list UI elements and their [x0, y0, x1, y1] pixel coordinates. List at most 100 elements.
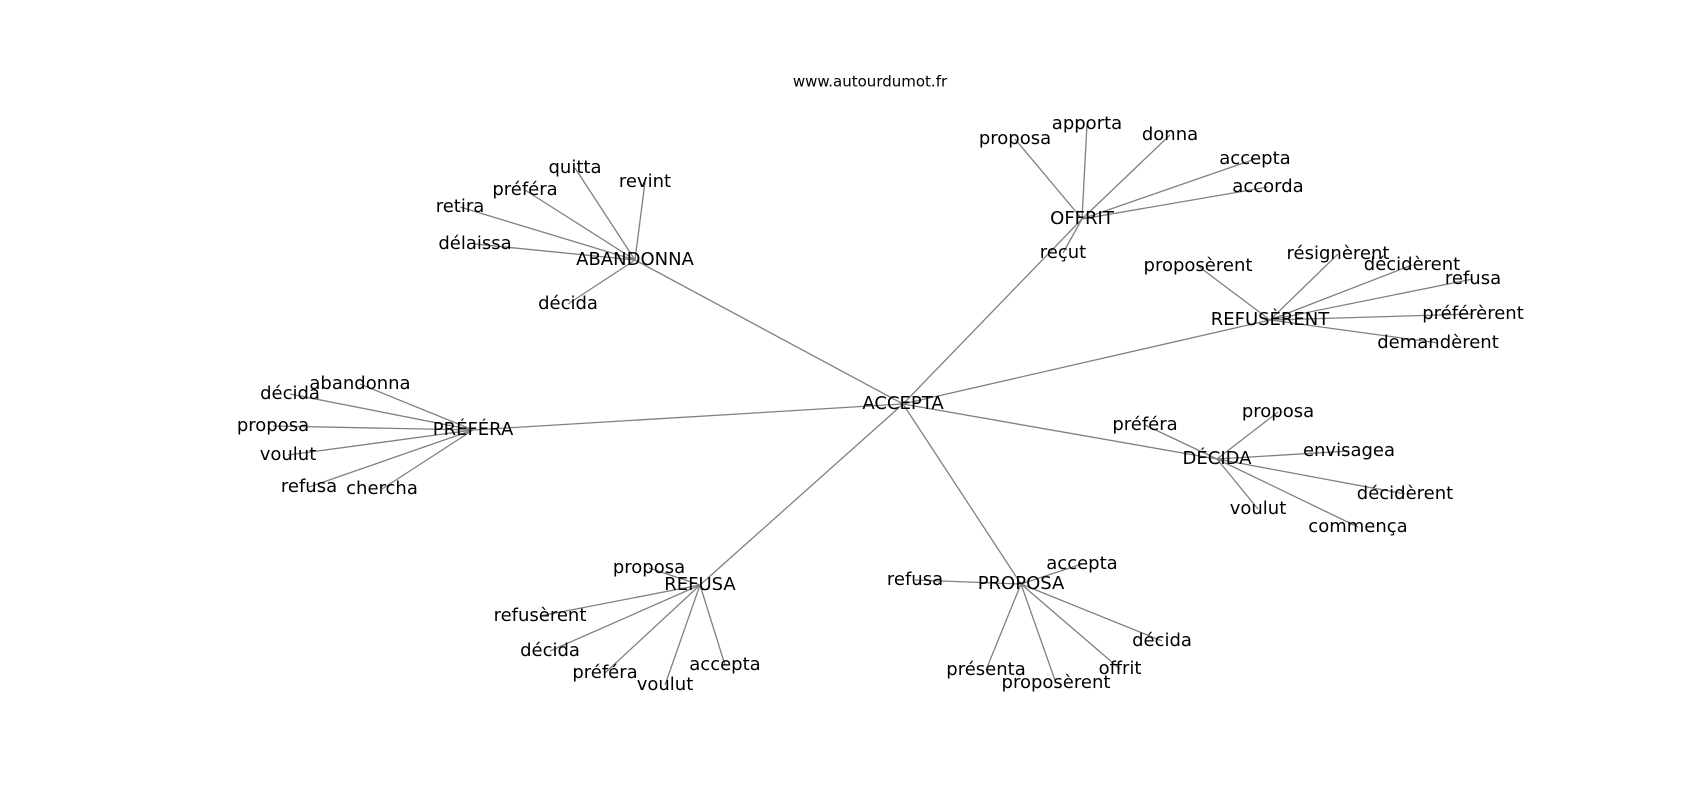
leaf-node-label: délaissa — [438, 233, 511, 254]
leaf-node-label: donna — [1142, 124, 1198, 145]
edge-hub-1-leaf-5 — [1062, 218, 1083, 254]
leaf-node-label: proposa — [613, 557, 685, 578]
edge-hub-3-leaf-1 — [289, 393, 474, 431]
edge-hub-5-leaf-2 — [549, 584, 701, 652]
edge-hub-1-leaf-0 — [1014, 138, 1083, 220]
edge-hub-4-leaf-2 — [1216, 450, 1350, 460]
leaf-node-label: proposa — [1242, 401, 1314, 422]
leaf-node-label: préféra — [492, 179, 557, 200]
edge-hub-5-leaf-5 — [699, 584, 726, 666]
edge-hub-1-leaf-3 — [1081, 158, 1256, 220]
leaf-node-label: décida — [520, 640, 580, 661]
edge-hub-5-leaf-4 — [664, 584, 701, 686]
edge-hub-4-leaf-5 — [1216, 458, 1359, 528]
edge-hub-5-leaf-3 — [604, 584, 701, 674]
edge-center-hub-0 — [634, 259, 904, 405]
leaf-node-label: accepta — [1219, 148, 1290, 169]
leaf-node-label: résignèrent — [1287, 243, 1390, 264]
leaf-node-label: retira — [436, 196, 485, 217]
leaf-node-label: décida — [1132, 630, 1192, 651]
leaf-node-label: voulut — [260, 444, 317, 465]
edge-hub-1-leaf-4 — [1081, 186, 1269, 220]
leaf-node-label: reçut — [1040, 242, 1086, 263]
leaf-node-label: apporta — [1052, 113, 1122, 134]
edge-hub-6-leaf-5 — [1020, 583, 1121, 670]
leaf-node-label: proposèrent — [1002, 672, 1111, 693]
edge-hub-4-leaf-4 — [1216, 458, 1259, 510]
graph-labels: ACCEPTA ABANDONNA quitta revint préféra retir… — [237, 113, 1524, 695]
leaf-node-label: abandonna — [309, 373, 410, 394]
leaf-node-label: envisagea — [1303, 440, 1395, 461]
leaf-node-label: proposa — [979, 128, 1051, 149]
leaf-node-label: décidèrent — [1357, 483, 1453, 504]
edge-center-hub-5 — [699, 403, 904, 586]
edge-center-hub-2 — [902, 319, 1271, 405]
edge-hub-3-leaf-2 — [272, 425, 474, 431]
edge-hub-1-leaf-1 — [1081, 123, 1088, 220]
hub-node-label: DÉCIDA — [1183, 447, 1253, 469]
leaf-node-label: voulut — [637, 674, 694, 695]
edge-hub-4-leaf-0 — [1144, 424, 1218, 460]
leaf-node-label: demandèrent — [1377, 332, 1499, 353]
leaf-node-label: quitta — [549, 157, 602, 178]
site-url: www.autourdumot.fr — [793, 73, 948, 91]
edge-hub-0-leaf-1 — [634, 181, 646, 261]
leaf-node-label: préférèrent — [1422, 303, 1524, 324]
edge-hub-3-leaf-0 — [359, 383, 474, 431]
leaf-node-label: revint — [619, 171, 671, 192]
edge-hub-2-leaf-4 — [1269, 313, 1474, 321]
edge-hub-2-leaf-0 — [1197, 265, 1271, 321]
edge-center-hub-3 — [472, 403, 904, 431]
edge-hub-3-leaf-5 — [381, 429, 474, 490]
leaf-node-label: proposa — [237, 415, 309, 436]
edge-hub-6-leaf-2 — [1020, 583, 1163, 642]
edge-hub-2-leaf-2 — [1269, 264, 1413, 321]
leaf-node-label: commença — [1308, 516, 1407, 537]
leaf-node-label: présenta — [946, 659, 1025, 680]
leaf-node-label: décida — [538, 293, 598, 314]
edge-hub-6-leaf-3 — [985, 583, 1022, 671]
leaf-node-label: proposèrent — [1144, 255, 1253, 276]
leaf-node-label: offrit — [1099, 658, 1142, 679]
hub-node-label: PROPOSA — [978, 573, 1065, 594]
edge-hub-4-leaf-1 — [1216, 411, 1279, 460]
leaf-node-label: préféra — [1112, 414, 1177, 435]
edge-hub-3-leaf-3 — [287, 429, 474, 456]
edge-hub-0-leaf-2 — [524, 189, 636, 261]
edge-hub-2-leaf-3 — [1269, 278, 1474, 321]
edge-hub-2-leaf-5 — [1269, 319, 1439, 344]
center-node-label: ACCEPTA — [862, 393, 944, 414]
hub-node-label: REFUSA — [664, 574, 736, 595]
leaf-node-label: préféra — [572, 662, 637, 683]
hub-node-label: ABANDONNA — [576, 249, 694, 270]
leaf-node-label: accepta — [1046, 553, 1117, 574]
leaf-node-label: décidèrent — [1364, 254, 1460, 275]
edge-hub-0-leaf-3 — [459, 206, 636, 261]
edge-hub-5-leaf-0 — [648, 567, 701, 586]
leaf-node-label: accepta — [689, 654, 760, 675]
leaf-node-label: accorda — [1232, 176, 1303, 197]
leaf-node-label: décida — [260, 383, 320, 404]
hub-node-label: REFUSÈRENT — [1211, 308, 1331, 330]
edge-center-hub-4 — [902, 403, 1218, 460]
graph-edges — [272, 123, 1474, 686]
hub-node-label: OFFRIT — [1050, 208, 1115, 229]
leaf-node-label: refusèrent — [494, 605, 587, 626]
edge-hub-2-leaf-1 — [1269, 253, 1339, 321]
edge-hub-3-leaf-4 — [308, 429, 474, 488]
edge-hub-6-leaf-1 — [1020, 563, 1083, 585]
leaf-node-label: refusa — [281, 476, 337, 497]
edge-center-hub-1 — [902, 218, 1083, 405]
leaf-node-label: chercha — [346, 478, 418, 499]
leaf-node-label: refusa — [887, 569, 943, 590]
edge-hub-0-leaf-0 — [574, 167, 636, 261]
edge-hub-4-leaf-3 — [1216, 458, 1406, 495]
edge-hub-1-leaf-2 — [1081, 134, 1171, 220]
hub-node-label: PRÉFÉRA — [433, 418, 514, 440]
edge-hub-6-leaf-4 — [1020, 583, 1057, 684]
edge-hub-6-leaf-0 — [914, 579, 1022, 585]
edge-hub-0-leaf-4 — [474, 243, 636, 261]
leaf-node-label: refusa — [1445, 268, 1501, 289]
edge-hub-5-leaf-1 — [539, 584, 701, 617]
